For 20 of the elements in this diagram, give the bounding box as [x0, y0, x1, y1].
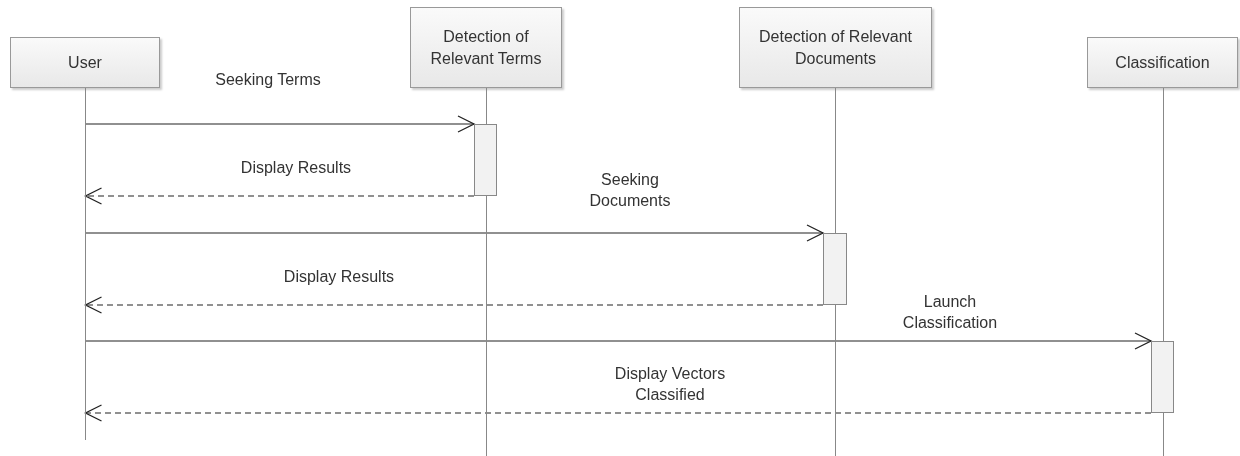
message-arrow	[84, 224, 824, 242]
message-label: Seeking Documents	[588, 170, 672, 211]
message-label: Launch Classification	[901, 292, 999, 333]
message-label: Display Vectors Classified	[613, 364, 727, 405]
message-arrow	[84, 332, 1152, 350]
lifeline-head-box: User	[10, 37, 160, 88]
activation-bar	[474, 124, 497, 196]
message-label: Display Results	[239, 158, 353, 178]
return-message-arrow	[84, 296, 824, 314]
lifeline-head-box: Detection of Relevant Documents	[739, 7, 932, 88]
message-arrow	[84, 115, 475, 133]
activation-bar	[1151, 341, 1174, 413]
lifeline-head-box: Detection of Relevant Terms	[410, 7, 562, 88]
activation-bar	[823, 233, 847, 305]
message-label: Display Results	[282, 267, 396, 287]
return-message-arrow	[84, 404, 1152, 422]
return-message-arrow	[84, 187, 475, 205]
lifeline-head-box: Classification	[1087, 37, 1238, 88]
message-label: Seeking Terms	[214, 70, 322, 90]
lifeline	[85, 88, 86, 440]
